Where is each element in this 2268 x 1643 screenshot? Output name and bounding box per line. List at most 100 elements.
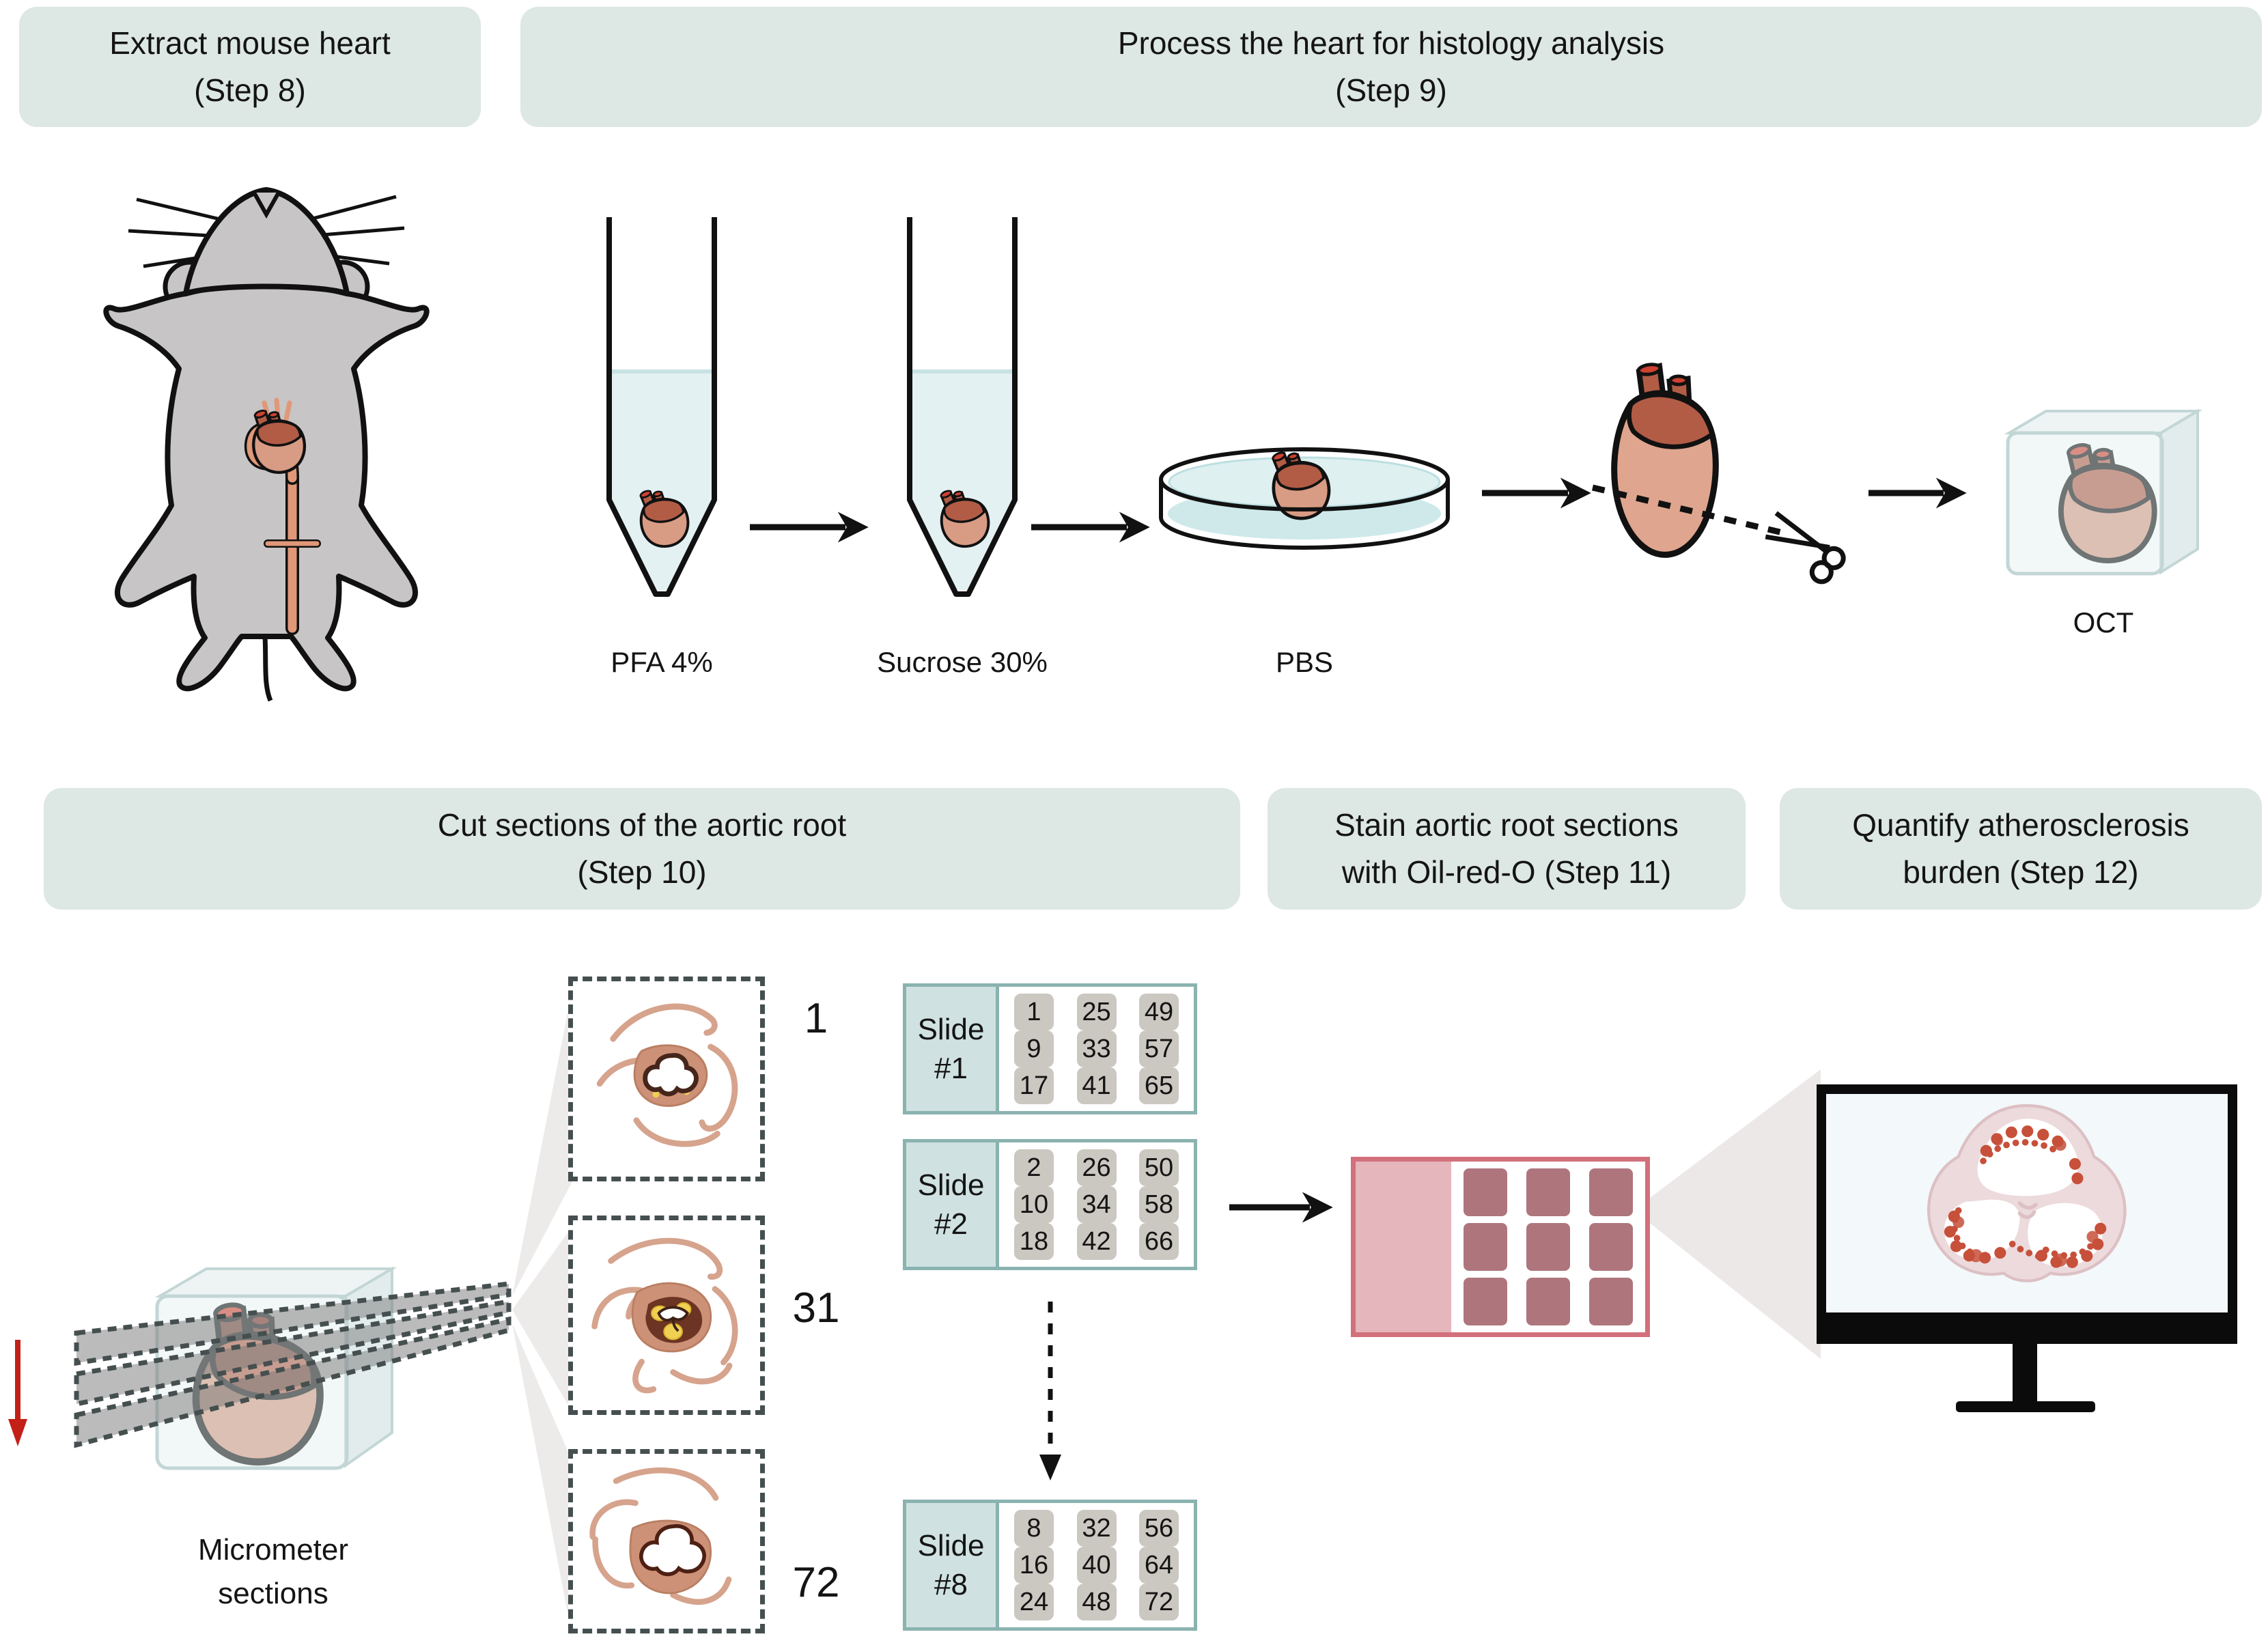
stained-section	[1464, 1278, 1507, 1325]
section-number-chip: 17	[1014, 1067, 1054, 1104]
header-step12: Quantify atherosclerosis burden (Step 12…	[1780, 788, 2262, 910]
slide-1-label: Slide #1	[906, 987, 999, 1111]
monitor-screen	[1817, 1084, 2237, 1344]
header-step9: Process the heart for histology analysis…	[520, 7, 2262, 127]
section-number-chip: 32	[1076, 1510, 1117, 1547]
conical-tube-pfa	[606, 217, 717, 597]
whole-heart-cut	[1611, 362, 1719, 558]
section-number-chip: 16	[1014, 1547, 1054, 1584]
header-step12-line2: burden (Step 12)	[1903, 854, 2139, 890]
monitor-stand-neck	[2013, 1344, 2037, 1403]
stained-section	[1526, 1168, 1570, 1216]
mouse-head	[183, 187, 350, 296]
slide-2-label-word: Slide	[917, 1168, 985, 1202]
scissors-icon	[1765, 511, 1846, 585]
magnification-fans	[512, 989, 1821, 1638]
section-box-1	[568, 977, 765, 1181]
label-sucrose: Sucrose 30%	[877, 646, 1048, 678]
mouse-nose	[252, 191, 281, 219]
label-oct: OCT	[2073, 606, 2134, 638]
section-number-chip: 26	[1076, 1149, 1117, 1186]
label-micrometer-line1: Micrometer	[197, 1533, 349, 1567]
stained-aortic-root-image	[1927, 1104, 2127, 1282]
header-step9-line1: Process the heart for histology analysis	[1117, 25, 1665, 61]
aortic-section-72-illustration	[589, 1467, 732, 1605]
label-micrometer-sections: Micrometer sections	[167, 1528, 379, 1616]
flow-arrows	[750, 477, 1967, 1223]
mouse-illustration	[103, 187, 430, 702]
section-box-31	[568, 1216, 765, 1415]
slide-1-label-word: Slide	[917, 1012, 985, 1046]
slide-1-sections: 1 25 49 9 33 57 17 41 65	[999, 987, 1194, 1111]
header-step10-line1: Cut sections of the aortic root	[437, 807, 847, 843]
section-number-chip: 65	[1139, 1067, 1179, 1104]
section-number-chip: 50	[1139, 1149, 1179, 1186]
stained-section	[1589, 1278, 1633, 1325]
header-step8-line2: (Step 8)	[194, 72, 306, 108]
label-micrometer-line2: sections	[218, 1576, 328, 1610]
dashed-continuation-arrow	[1039, 1302, 1061, 1480]
mouse-tail	[262, 636, 273, 702]
header-step10: Cut sections of the aortic root (Step 10…	[44, 788, 1240, 910]
label-pfa: PFA 4%	[611, 646, 713, 678]
header-step8-line1: Extract mouse heart	[109, 25, 391, 61]
section-number-72: 72	[792, 1559, 840, 1606]
section-number-1: 1	[804, 995, 828, 1042]
section-number-chip: 24	[1014, 1584, 1054, 1620]
section-number-chip: 48	[1076, 1584, 1117, 1620]
label-pbs: PBS	[1275, 646, 1334, 678]
slide-1: Slide #1 1 25 49 9 33 57 17 41 65	[903, 983, 1197, 1114]
section-number-chip: 8	[1014, 1510, 1054, 1547]
section-number-chip: 49	[1139, 994, 1179, 1030]
header-step8: Extract mouse heart (Step 8)	[19, 7, 481, 127]
section-number-chip: 2	[1014, 1149, 1054, 1186]
slide-8-label-word: Slide	[917, 1528, 985, 1562]
stained-slide	[1351, 1157, 1650, 1337]
section-planes	[74, 1281, 512, 1448]
section-number-chip: 1	[1014, 994, 1054, 1030]
aortic-section-1-illustration	[596, 1003, 738, 1147]
stained-section	[1526, 1278, 1570, 1325]
section-number-chip: 41	[1076, 1067, 1117, 1104]
stained-slide-label-area	[1356, 1162, 1451, 1332]
slide-2-label: Slide #2	[906, 1142, 999, 1267]
stained-slide-sections	[1451, 1162, 1645, 1332]
section-number-31: 31	[792, 1284, 840, 1332]
section-number-chip: 18	[1014, 1223, 1054, 1260]
section-number-chip: 58	[1139, 1186, 1179, 1223]
slide-8-label: Slide #8	[906, 1503, 999, 1627]
section-number-chip: 10	[1014, 1186, 1054, 1223]
cut-line	[1591, 484, 1784, 536]
section-number-chip: 57	[1139, 1030, 1179, 1067]
header-step12-line1: Quantify atherosclerosis	[1852, 807, 2189, 843]
monitor-stand-base	[1956, 1401, 2095, 1412]
conical-tube-sucrose	[907, 217, 1018, 597]
section-number-chip: 33	[1076, 1030, 1117, 1067]
section-number-chip: 9	[1014, 1030, 1054, 1067]
stained-section	[1464, 1168, 1507, 1216]
section-number-chip: 66	[1139, 1223, 1179, 1260]
mouse-body	[103, 281, 430, 692]
stained-section	[1589, 1168, 1633, 1216]
section-box-72	[568, 1449, 765, 1633]
petri-dish-pbs	[1159, 443, 1450, 550]
header-step11-line1: Stain aortic root sections	[1334, 807, 1679, 843]
section-number-chip: 25	[1076, 994, 1117, 1030]
stained-section	[1464, 1223, 1507, 1271]
sectioning-direction-arrow	[8, 1340, 27, 1446]
slide-1-label-number: #1	[934, 1052, 968, 1085]
section-number-chip: 72	[1139, 1584, 1179, 1620]
slide-2-label-number: #2	[934, 1207, 968, 1241]
section-number-chip: 40	[1076, 1547, 1117, 1584]
oct-block	[2004, 408, 2203, 576]
header-step9-line2: (Step 9)	[1335, 72, 1447, 108]
header-step11-line2: with Oil-red-O (Step 11)	[1341, 854, 1672, 890]
header-step11: Stain aortic root sections with Oil-red-…	[1268, 788, 1746, 910]
header-step10-line2: (Step 10)	[577, 854, 707, 890]
